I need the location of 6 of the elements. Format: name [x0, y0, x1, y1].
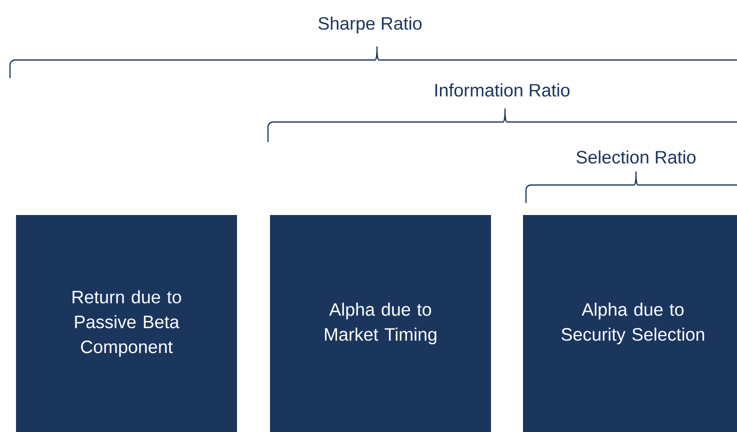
- ratio-label: Selection Ratio: [576, 150, 696, 164]
- ratio-label: Sharpe Ratio: [318, 16, 422, 34]
- ratio-label: Information Ratio: [435, 83, 570, 97]
- component-box: Alpha due to Market Timing: [270, 215, 491, 432]
- component-box: Alpha due to Security Selection: [523, 215, 737, 432]
- component-box: Return due to Passive Beta Component: [16, 215, 237, 432]
